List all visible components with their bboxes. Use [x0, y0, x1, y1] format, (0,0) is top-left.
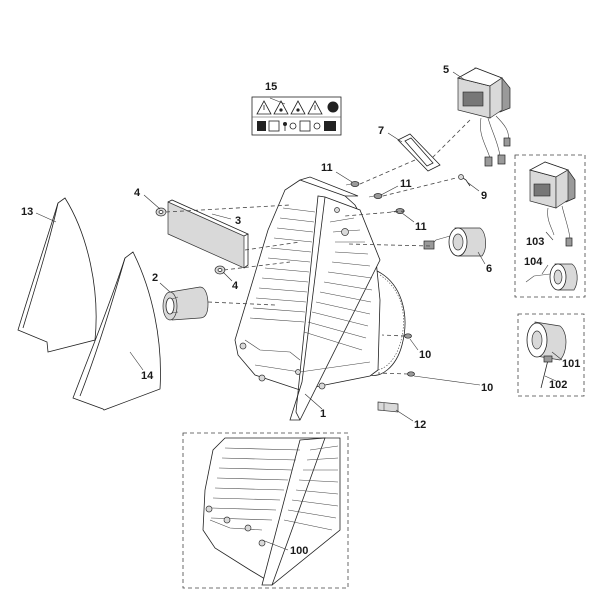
warning-triangle-icon [290, 100, 306, 115]
part-101-capacitor-bracket [526, 321, 567, 361]
callout-4: 4 [134, 187, 141, 199]
part-9-clip [458, 174, 471, 187]
callout-5: 5 [443, 64, 449, 76]
pictogram-row-icons [257, 120, 336, 132]
callout-11: 11 [321, 162, 333, 174]
callout-104: 104 [524, 256, 543, 268]
detail-box-101-102 [517, 313, 585, 397]
callout-10: 10 [419, 349, 431, 361]
part-11-screw [345, 181, 360, 187]
callout-9: 9 [481, 190, 487, 202]
part-7-gasket [397, 133, 441, 172]
part-10-screw [404, 333, 412, 339]
callout-11: 11 [400, 178, 412, 190]
part-12-tag [377, 401, 399, 413]
callout-102: 102 [549, 379, 567, 391]
callout-11: 11 [415, 221, 427, 233]
warning-triangle-icon [307, 100, 323, 115]
part-14-side-panel [72, 251, 161, 411]
callout-7: 7 [378, 125, 384, 137]
detail-box-100 [182, 432, 349, 589]
part-4-washer-top [155, 207, 167, 217]
callout-4: 4 [232, 280, 239, 292]
part-104-capacitor-bracket [525, 263, 578, 291]
part-103-switch-box [528, 161, 576, 247]
mandatory-sign-icon [327, 101, 339, 113]
callout-10: 10 [481, 382, 493, 394]
part-5-switch-box [456, 67, 511, 167]
part-13-side-panel [17, 197, 97, 353]
part-100-housing-lower [202, 437, 341, 586]
part-102-clip [540, 355, 553, 389]
callout-14: 14 [141, 370, 154, 382]
callout-13: 13 [21, 206, 33, 218]
callout-100: 100 [290, 545, 308, 557]
callout-3: 3 [235, 215, 241, 227]
part-3-plate [167, 199, 249, 269]
assembly-guide-lines [165, 119, 471, 375]
warning-triangle-icon [256, 100, 272, 115]
part-10-screw [407, 371, 415, 377]
part-15-warning-label [251, 96, 342, 136]
part-2-capacitor [162, 286, 209, 321]
part-6-capacitor-bracket [423, 227, 486, 257]
callout-2: 2 [152, 272, 158, 284]
callout-15: 15 [265, 81, 277, 93]
callout-1: 1 [320, 408, 326, 420]
part-4-washer-bottom [214, 265, 226, 275]
warning-triangle-icon [273, 100, 289, 115]
housing-vent-slots [249, 207, 373, 351]
callout-leader-lines [35, 71, 563, 551]
callout-101: 101 [562, 358, 580, 370]
part-11-screw [368, 193, 383, 199]
detail-box-103-104 [514, 154, 586, 298]
callout-6: 6 [486, 263, 492, 275]
callout-12: 12 [414, 419, 426, 431]
callout-labels: 1 2 3 4 4 5 6 7 9 10 10 11 11 11 12 13 1… [21, 64, 580, 557]
part-1-main-housing [234, 176, 406, 421]
callout-103: 103 [526, 236, 544, 248]
